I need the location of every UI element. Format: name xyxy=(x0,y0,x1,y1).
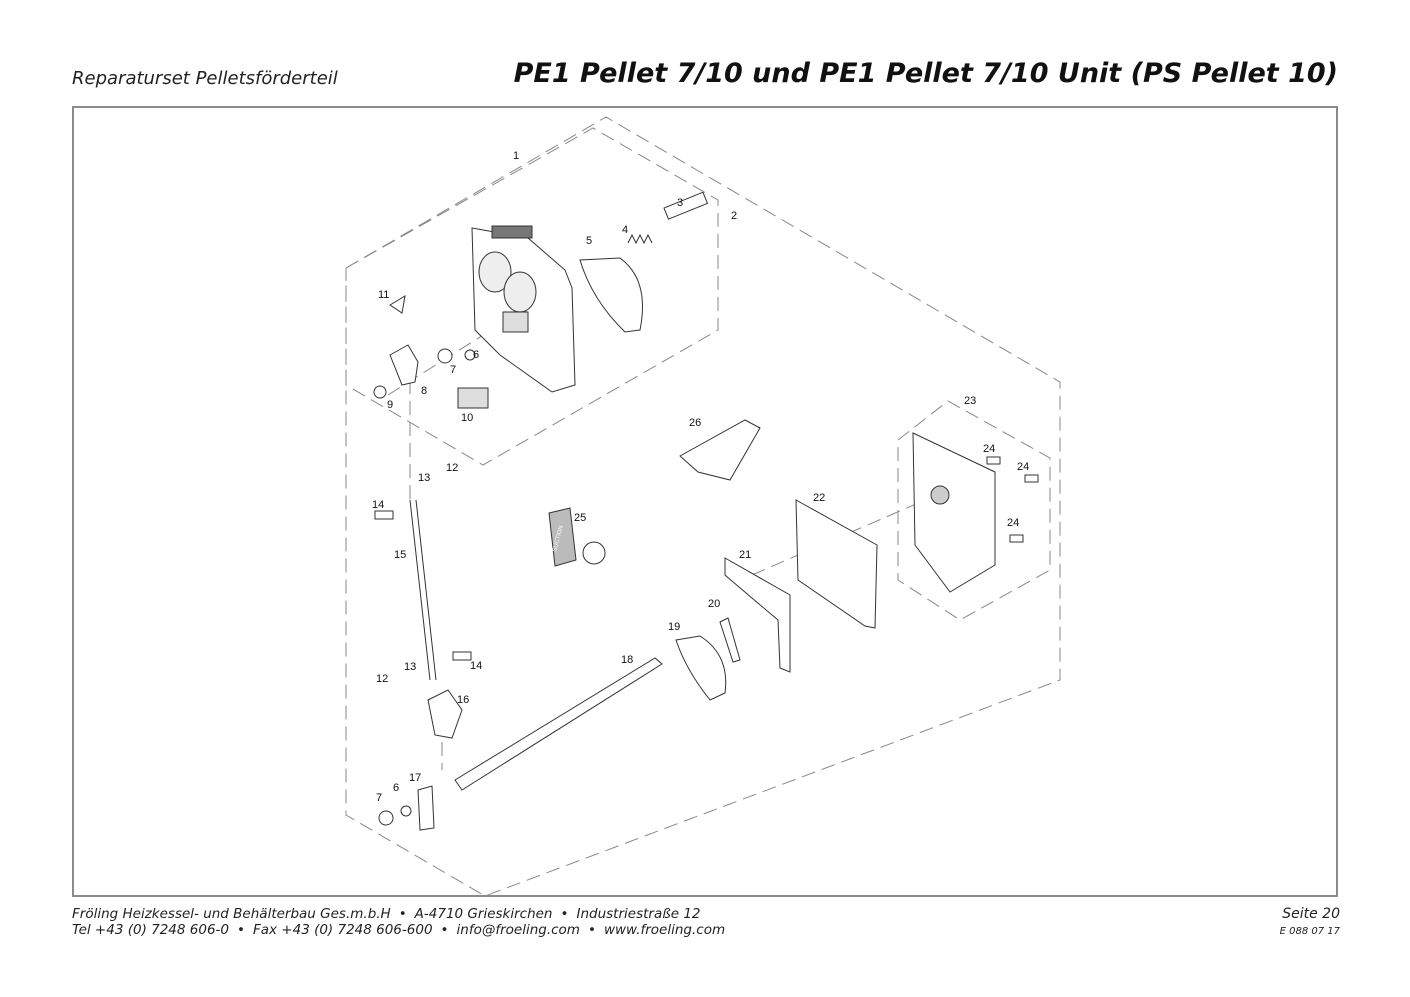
footer-email-link[interactable]: info@froeling.com xyxy=(456,922,580,938)
callout-6-lower: 6 xyxy=(393,782,399,794)
callout-12-lower: 12 xyxy=(376,673,388,685)
callout-4: 4 xyxy=(622,224,628,236)
footer-fax: Fax +43 (0) 7248 606-600 xyxy=(252,922,433,938)
footer-company: Fröling Heizkessel- und Behälterbau Ges.… xyxy=(72,906,391,922)
footer-contact-line: Tel +43 (0) 7248 606-0 • Fax +43 (0) 7248 … xyxy=(72,922,725,938)
callout-23: 23 xyxy=(964,395,976,407)
callout-7-lower: 7 xyxy=(376,792,382,804)
callout-3: 3 xyxy=(677,197,683,209)
callout-16: 16 xyxy=(457,694,469,706)
callout-6-upper: 6 xyxy=(473,349,479,361)
callout-24-c: 24 xyxy=(1007,517,1019,529)
callout-8: 8 xyxy=(421,385,427,397)
footer-bullet: • xyxy=(587,922,596,938)
callout-19: 19 xyxy=(668,621,680,633)
callout-5: 5 xyxy=(586,235,592,247)
footer-bullet: • xyxy=(560,906,569,922)
callout-24-a: 24 xyxy=(983,443,995,455)
callout-24-b: 24 xyxy=(1017,461,1029,473)
callout-12-upper: 12 xyxy=(446,462,458,474)
footer-tel: Tel +43 (0) 7248 606-0 xyxy=(72,922,229,938)
callout-1: 1 xyxy=(513,150,519,162)
callout-14-lower: 14 xyxy=(470,660,482,672)
callout-14-upper: 14 xyxy=(372,499,384,511)
callout-2: 2 xyxy=(731,210,737,222)
footer-bullet: • xyxy=(237,922,245,938)
footer-street: Industriestraße 12 xyxy=(576,906,701,922)
document-subtitle: Reparaturset Pelletsförderteil xyxy=(72,68,338,89)
callout-9: 9 xyxy=(387,399,393,411)
callout-17: 17 xyxy=(409,772,421,784)
callout-18: 18 xyxy=(621,654,633,666)
callout-labels: 1 2 3 4 5 6 7 8 9 10 11 12 13 14 15 12 1… xyxy=(372,150,1029,804)
callout-26: 26 xyxy=(689,417,701,429)
callout-13-lower: 13 xyxy=(404,661,416,673)
callout-25: 25 xyxy=(574,512,586,524)
callout-22: 22 xyxy=(813,492,825,504)
footer-bullet: • xyxy=(440,922,449,938)
callout-21: 21 xyxy=(739,549,751,561)
document-code: E 088 07 17 xyxy=(1279,926,1340,937)
footer-address: A-4710 Grieskirchen xyxy=(414,906,553,922)
document-title: PE1 Pellet 7/10 und PE1 Pellet 7/10 Unit… xyxy=(513,58,1338,89)
footer-bullet: • xyxy=(398,906,407,922)
callout-7-upper: 7 xyxy=(450,364,456,376)
page-number: Seite 20 xyxy=(1282,906,1340,922)
footer-company-line: Fröling Heizkessel- und Behälterbau Ges.… xyxy=(72,906,701,922)
drawing-frame xyxy=(72,106,1338,897)
callout-15: 15 xyxy=(394,549,406,561)
footer-web-link[interactable]: www.froeling.com xyxy=(603,922,726,938)
callout-10: 10 xyxy=(461,412,473,424)
callout-11: 11 xyxy=(378,289,389,301)
callout-13-upper: 13 xyxy=(418,472,430,484)
callout-20: 20 xyxy=(708,598,720,610)
